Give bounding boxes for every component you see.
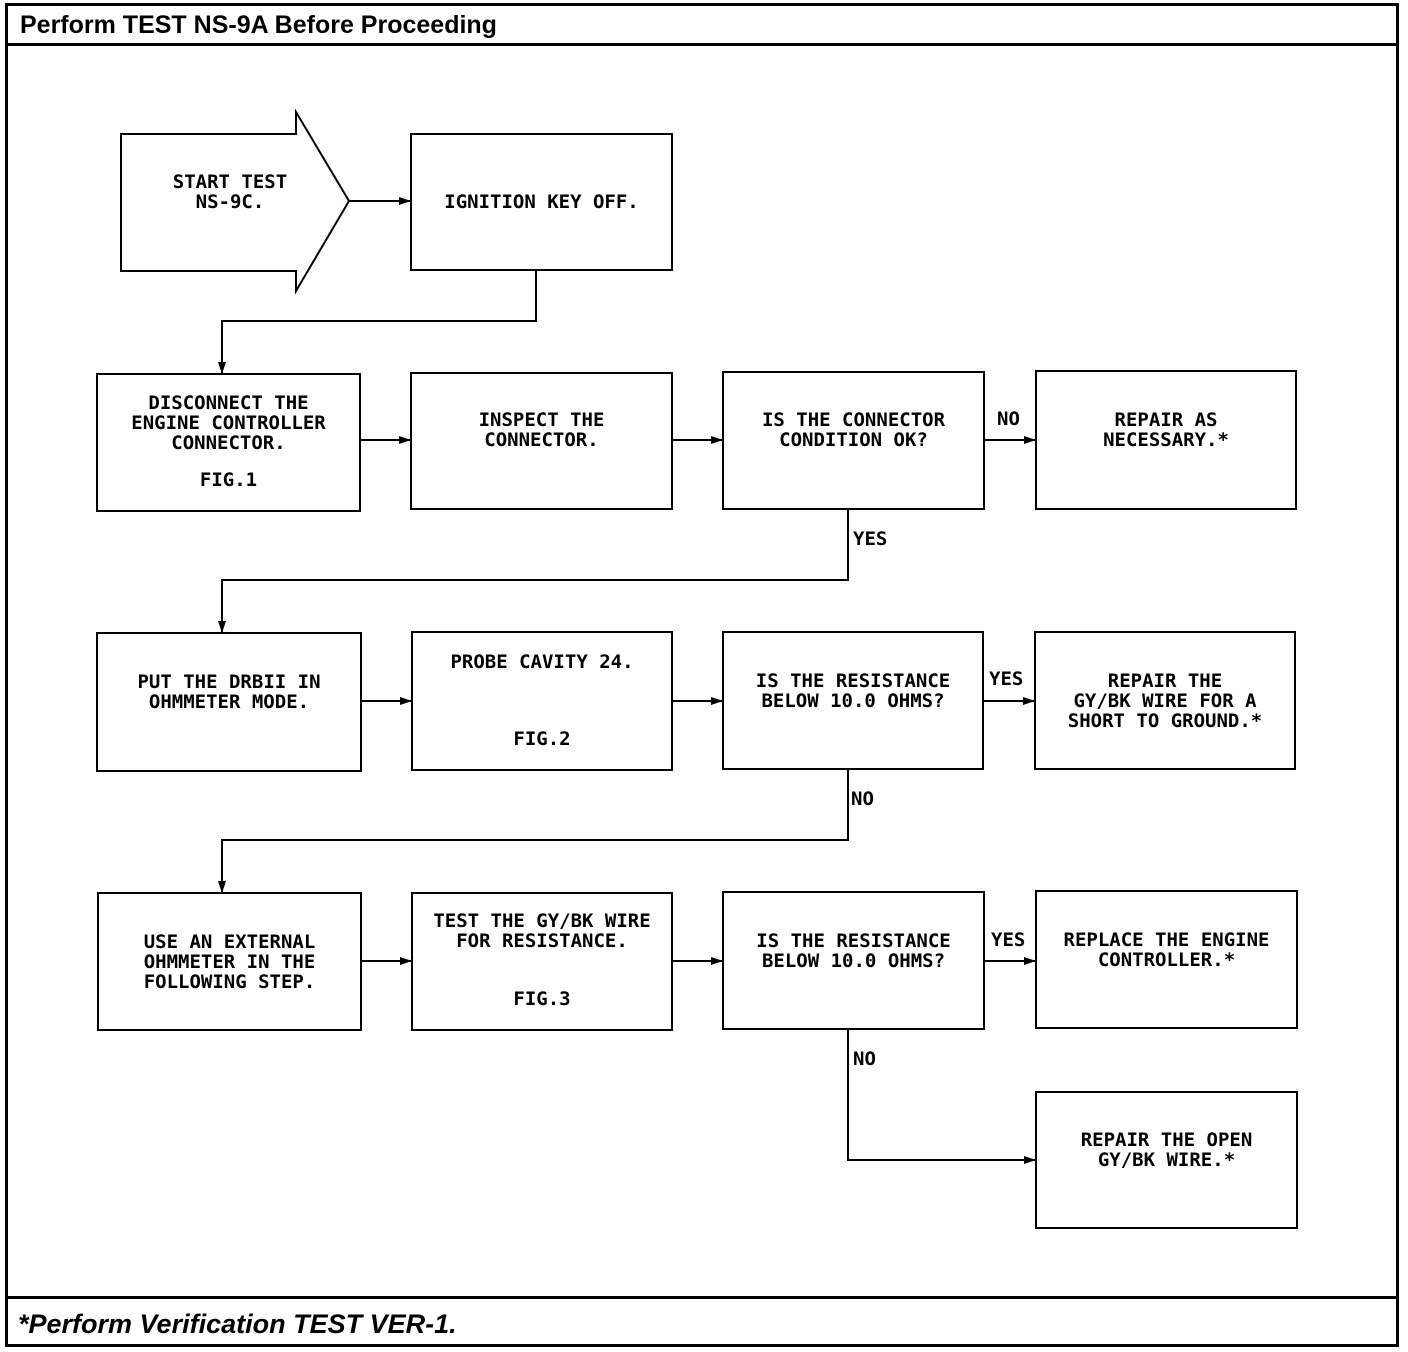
probe-cavity-box: PROBE CAVITY 24. FIG.2 [411, 631, 673, 771]
page-title: Perform TEST NS-9A Before Proceeding [20, 11, 497, 39]
repair-short-text: REPAIR THE GY/BK WIRE FOR A SHORT TO GRO… [1067, 670, 1263, 732]
repair-short-box: REPAIR THE GY/BK WIRE FOR A SHORT TO GRO… [1034, 631, 1296, 770]
repair-open-text: REPAIR THE OPEN GY/BK WIRE.* [1080, 1129, 1253, 1171]
ignition-off-box: IGNITION KEY OFF. [410, 133, 673, 271]
fig-1-label: FIG.1 [199, 469, 258, 491]
test-wire-box: TEST THE GY/BK WIRE FOR RESISTANCE. FIG.… [411, 892, 673, 1031]
edge-ignition-disconnect [218, 270, 537, 374]
edge-question2-external [218, 770, 849, 893]
start-arrow-shape [120, 108, 351, 295]
external-ohmmeter-text: USE AN EXTERNAL OHMMETER IN THE FOLLOWIN… [143, 931, 316, 993]
edge-label-no-2: NO [851, 788, 874, 810]
edge-label-yes-1: YES [853, 528, 888, 550]
inspect-connector-text: INSPECT THE CONNECTOR. [478, 409, 605, 451]
connector-ok-decision: IS THE CONNECTOR CONDITION OK? [722, 371, 985, 510]
replace-controller-text: REPLACE THE ENGINE CONTROLLER.* [1063, 929, 1270, 971]
drbii-ohmmeter-text: PUT THE DRBII IN OHMMETER MODE. [137, 671, 321, 713]
fig-2-label: FIG.2 [513, 728, 571, 750]
external-ohmmeter-box: USE AN EXTERNAL OHMMETER IN THE FOLLOWIN… [97, 892, 362, 1031]
connector-ok-text: IS THE CONNECTOR CONDITION OK? [761, 409, 946, 451]
repair-open-box: REPAIR THE OPEN GY/BK WIRE.* [1035, 1091, 1298, 1229]
resistance-decision-2-text: IS THE RESISTANCE BELOW 10.0 OHMS? [756, 930, 951, 972]
repair-as-necessary-text: REPAIR AS NECESSARY.* [1103, 409, 1229, 451]
resistance-decision-2: IS THE RESISTANCE BELOW 10.0 OHMS? [722, 891, 985, 1030]
disconnect-connector-box: DISCONNECT THE ENGINE CONTROLLER CONNECT… [96, 373, 361, 512]
test-wire-text: TEST THE GY/BK WIRE FOR RESISTANCE. [433, 910, 651, 952]
footer-divider [5, 1296, 1399, 1299]
drbii-ohmmeter-box: PUT THE DRBII IN OHMMETER MODE. [96, 632, 362, 772]
footer-note: *Perform Verification TEST VER-1. [18, 1309, 457, 1339]
ignition-off-text: IGNITION KEY OFF. [444, 191, 639, 213]
inspect-connector-box: INSPECT THE CONNECTOR. [410, 372, 673, 510]
edge-question1-drbii [218, 510, 849, 633]
disconnect-connector-text: DISCONNECT THE ENGINE CONTROLLER CONNECT… [131, 392, 326, 454]
resistance-decision-1-text: IS THE RESISTANCE BELOW 10.0 OHMS? [755, 670, 951, 712]
header-divider [5, 43, 1399, 46]
edge-question3-repair-open [847, 1030, 1036, 1164]
diagram-frame [5, 3, 1399, 1347]
replace-controller-box: REPLACE THE ENGINE CONTROLLER.* [1035, 890, 1298, 1029]
fig-3-label: FIG.3 [513, 988, 571, 1010]
repair-as-necessary-box: REPAIR AS NECESSARY.* [1035, 370, 1297, 510]
start-test-label: START TEST NS-9C. [172, 171, 288, 213]
edge-label-no-1: NO [997, 408, 1020, 430]
probe-cavity-text: PROBE CAVITY 24. [450, 651, 634, 673]
edge-label-yes-2: YES [989, 668, 1024, 690]
resistance-decision-1: IS THE RESISTANCE BELOW 10.0 OHMS? [722, 631, 984, 770]
edge-label-no-3: NO [853, 1048, 876, 1070]
edge-label-yes-3: YES [991, 929, 1026, 951]
